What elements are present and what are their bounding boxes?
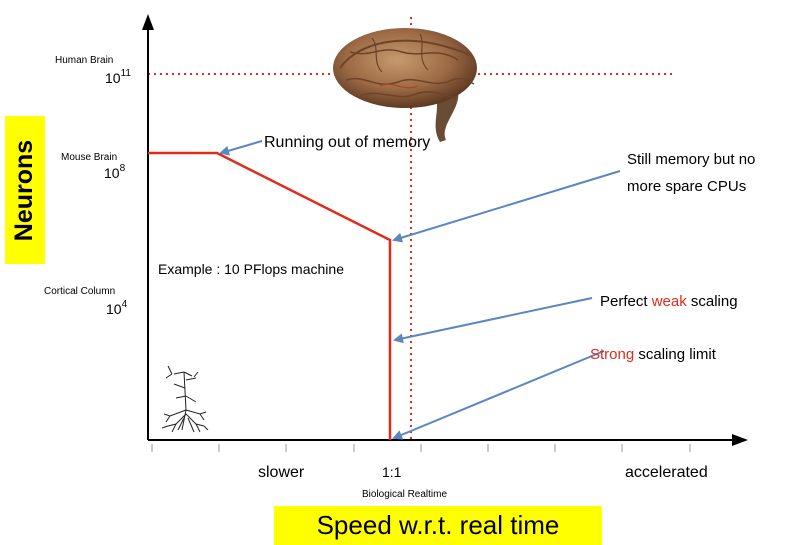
annotation-example: Example : 10 PFlops machine xyxy=(158,261,344,277)
x-axis-arrowhead xyxy=(732,434,748,446)
annotation-cpus-line1: Still memory but no xyxy=(627,151,755,168)
y-axis-arrowhead xyxy=(142,14,154,30)
y-tick-value: 1011 xyxy=(105,68,131,86)
y-axis-title-box: Neurons xyxy=(5,116,45,264)
y-tick-mouse-brain: Mouse Brain 108 xyxy=(61,152,126,181)
y-tick-name: Cortical Column xyxy=(44,286,115,297)
arrow-cpus xyxy=(392,170,621,243)
y-tick-value: 108 xyxy=(104,163,126,181)
annotation-cpus-line2: more spare CPUs xyxy=(627,178,746,195)
x-axis-title-box: Speed w.r.t. real time xyxy=(274,506,602,545)
annotation-strong-scaling: Strong scaling limit xyxy=(590,346,717,363)
x-tick-slower: slower xyxy=(258,464,305,481)
y-tick-human-brain: Human Brain 1011 xyxy=(55,55,131,86)
arrow-weak-scaling xyxy=(393,297,593,344)
x-tick-realtime-caption: Biological Realtime xyxy=(362,489,447,500)
brain-image xyxy=(333,28,477,142)
neuron-drawing xyxy=(161,365,209,433)
y-axis-title: Neurons xyxy=(10,139,39,241)
axes xyxy=(142,14,748,452)
x-tick-accelerated: accelerated xyxy=(625,464,708,481)
y-tick-name: Human Brain xyxy=(55,55,113,66)
x-axis-title: Speed w.r.t. real time xyxy=(316,510,560,540)
arrow-strong-scaling xyxy=(392,350,605,440)
annotation-weak-scaling: Perfect weak scaling xyxy=(600,293,738,310)
y-tick-cortical-column: Cortical Column 104 xyxy=(44,286,128,317)
arrow-memory xyxy=(219,140,263,156)
x-axis-ticks xyxy=(151,444,691,452)
y-tick-name: Mouse Brain xyxy=(61,152,117,163)
annotation-memory: Running out of memory xyxy=(264,134,430,151)
x-tick-realtime: 1:1 xyxy=(382,464,402,480)
scaling-curve xyxy=(148,151,392,440)
y-tick-value: 104 xyxy=(106,299,128,317)
